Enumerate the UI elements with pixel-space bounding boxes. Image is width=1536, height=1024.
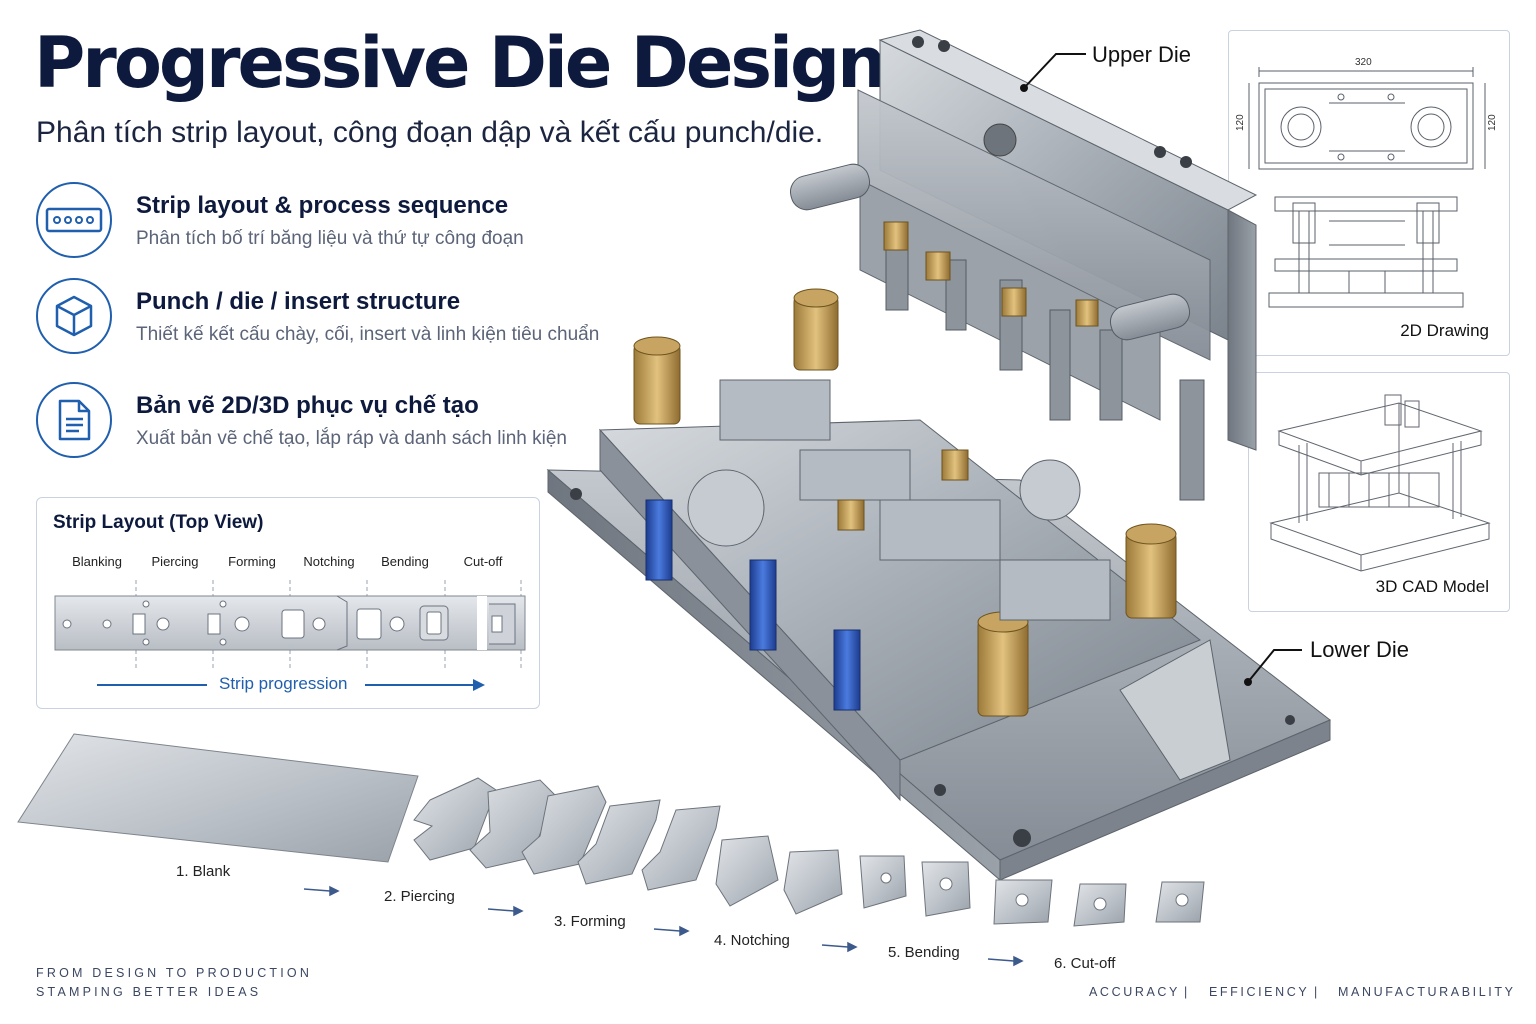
- footer-accuracy: ACCURACY: [1089, 985, 1180, 999]
- cube-icon: [36, 278, 112, 354]
- feature-strip-layout: Strip layout & process sequence Phân tíc…: [36, 182, 636, 262]
- feature-desc: Xuất bản vẽ chế tạo, lắp ráp và danh sác…: [136, 428, 567, 449]
- cad-3d-panel: 3D CAD Model: [1248, 372, 1510, 612]
- strip-step-label: Piercing: [151, 554, 199, 569]
- strip-step-label: Blanking: [72, 554, 122, 569]
- stage-label: 5. Bending: [888, 944, 960, 961]
- feature-title: Strip layout & process sequence: [136, 192, 509, 219]
- footer-manufacturability: MANUFACTURABILITY: [1338, 985, 1516, 999]
- strip-diagram: [54, 580, 526, 691]
- cad-3d-label: 3D CAD Model: [1375, 577, 1489, 596]
- strip-progression-label: Strip progression: [219, 674, 348, 693]
- strip-layout-title: Strip Layout (Top View): [53, 512, 264, 533]
- upper-die-callout: Upper Die: [1092, 42, 1192, 67]
- drawing-2d-sketch: 320 120 120: [1235, 57, 1498, 308]
- footer-tagline-2: STAMPING BETTER IDEAS: [36, 985, 262, 999]
- footer-efficiency: EFFICIENCY: [1209, 985, 1310, 999]
- feature-desc: Phân tích bố trí băng liệu và thứ tự côn…: [136, 228, 524, 249]
- strip-step-label: Cut-off: [463, 554, 503, 569]
- cad-3d-sketch: [1269, 394, 1491, 572]
- dim-width-label: 320: [1355, 57, 1372, 68]
- upper-die-assembly: [789, 29, 1258, 501]
- strip-layout-panel: Strip Layout (Top View) Blanking Piercin…: [36, 497, 540, 709]
- process-stage-parts: [17, 733, 1205, 927]
- footer-separator: |: [1184, 985, 1190, 999]
- lower-die-assembly: [546, 288, 1331, 882]
- lower-die-callout: Lower Die: [1310, 637, 1410, 662]
- page-title: Progressive Die Design: [34, 22, 887, 104]
- strip-layout-icon: [36, 182, 112, 258]
- feature-title: Bản vẽ 2D/3D phục vụ chế tạo: [136, 392, 479, 419]
- page-subtitle: Phân tích strip layout, công đoạn dập và…: [36, 116, 824, 149]
- feature-desc: Thiết kế kết cấu chày, cối, insert và li…: [136, 324, 600, 345]
- stage-label: 3. Forming: [554, 913, 626, 930]
- footer-separator: |: [1314, 985, 1320, 999]
- stage-label: 6. Cut-off: [1054, 955, 1116, 972]
- stage-label: 2. Piercing: [384, 888, 455, 905]
- footer-tagline-1: FROM DESIGN TO PRODUCTION: [36, 966, 313, 980]
- strip-step-label: Notching: [303, 554, 355, 569]
- feature-title: Punch / die / insert structure: [136, 288, 461, 315]
- stage-label: 4. Notching: [714, 932, 790, 949]
- document-icon: [36, 382, 112, 458]
- drawing-2d-panel: 320 120 120 2D Drawing: [1228, 30, 1510, 356]
- drawing-2d-label: 2D Drawing: [1400, 321, 1489, 340]
- strip-step-label: Forming: [228, 554, 276, 569]
- feature-punch-die: Punch / die / insert structure Thiết kế …: [36, 278, 636, 358]
- stage-label: 1. Blank: [176, 863, 231, 880]
- dim-height-right-label: 120: [1487, 114, 1498, 131]
- strip-step-label: Bending: [381, 554, 429, 569]
- feature-drawings: Bản vẽ 2D/3D phục vụ chế tạo Xuất bản vẽ…: [36, 382, 636, 462]
- dim-height-left-label: 120: [1235, 114, 1246, 131]
